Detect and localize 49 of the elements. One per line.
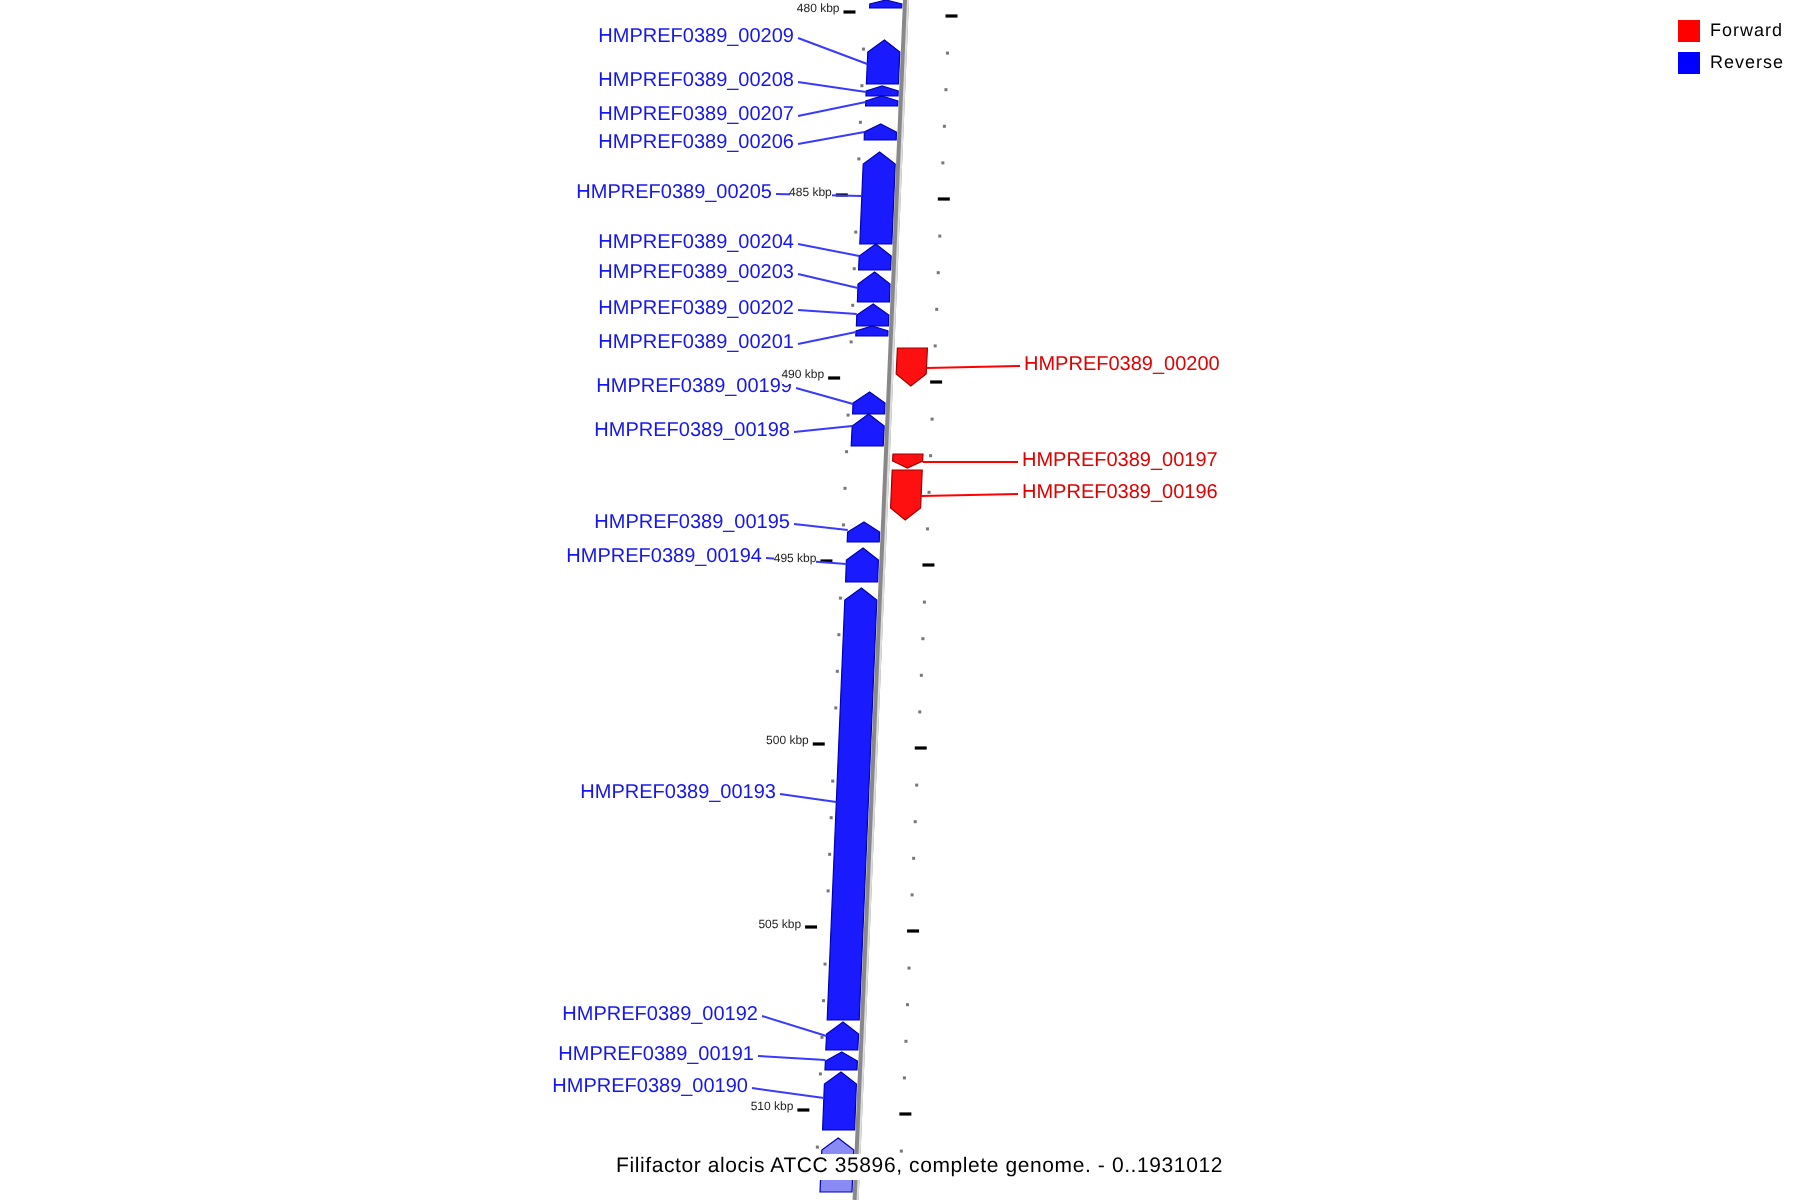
leader-line [795,387,855,405]
gene-label: HMPREF0389_00195 [594,512,790,536]
leader-line [925,365,1021,369]
legend-label: Forward [1710,18,1784,42]
gene-label: HMPREF0389_00198 [594,420,790,444]
legend-label: Reverse [1710,50,1785,74]
gene-label: HMPREF0389_00192 [562,1004,758,1028]
gene-label: HMPREF0389_00208 [598,70,794,94]
leader-line [797,131,866,145]
gene-label: HMPREF0389_00190 [552,1076,748,1100]
gene-label: HMPREF0389_00205 [576,182,772,206]
gene-label: HMPREF0389_00203 [598,262,794,286]
gene-feature [851,391,886,415]
leader-line [751,1087,825,1099]
gene-feature [856,271,891,303]
leader-line [921,461,1019,463]
leader-line [797,273,859,289]
gene-label: HMPREF0389_00201 [598,332,794,356]
gene-label: HMPREF0389_00197 [1022,450,1218,474]
gene-label: HMPREF0389_00193 [580,782,776,806]
gene-label: HMPREF0389_00209 [598,26,794,50]
gene-feature [863,123,897,141]
gene-label: HMPREF0389_00194 [566,546,762,570]
leader-line [793,425,854,433]
leader-line [920,493,1019,497]
leader-line [793,523,849,531]
leader-line [797,331,858,345]
leader-line [757,1055,827,1061]
leader-line [797,81,868,93]
leader-line [797,37,869,65]
leader-line [797,243,861,257]
gene-feature [895,347,929,387]
gene-label: HMPREF0389_00191 [558,1044,754,1068]
gene-label: HMPREF0389_00202 [598,298,794,322]
gene-label: HMPREF0389_00200 [1024,354,1220,378]
gene-label: HMPREF0389_00206 [598,132,794,156]
gene-feature [868,0,903,9]
caption: Filifactor alocis ATCC 35896, complete genome. - 0..1931012 [616,1154,1223,1180]
leader-line [797,101,867,117]
leader-line [761,1015,828,1037]
gene-feature [846,521,881,543]
gene-label: HMPREF0389_00204 [598,232,794,256]
gene-label: HMPREF0389_00196 [1022,482,1218,506]
gene-feature [864,95,899,107]
gene-label: HMPREF0389_00207 [598,104,794,128]
leader-line [797,309,858,315]
gene-feature [844,547,879,583]
gene-feature [850,413,885,447]
leader-line [779,793,838,803]
